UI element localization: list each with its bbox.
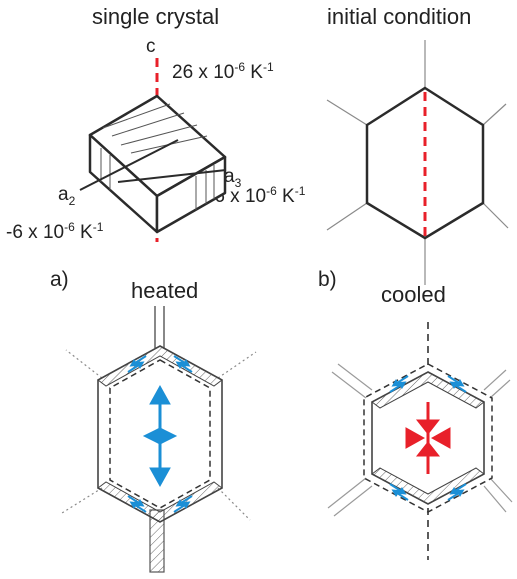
- heated-expansion-arrows: [142, 384, 178, 488]
- a2-axis-label: a2: [58, 184, 76, 208]
- cooled-original-outline: [363, 363, 493, 513]
- c-axis-label: c: [146, 36, 156, 57]
- a3-axis-line: [117, 169, 227, 183]
- heated-title: heated: [131, 278, 199, 303]
- panel-a-label: a): [50, 268, 69, 291]
- a2-axis-line: [79, 139, 179, 191]
- a3-axis-label: a3: [224, 166, 242, 190]
- heated-original-outline: [109, 359, 211, 509]
- cooled-title: cooled: [381, 282, 446, 307]
- heated-drawing: [61, 306, 257, 573]
- c-axis-coefficient: 26 x 10-6 K-1: [172, 60, 274, 83]
- initial-condition-drawing: [326, 40, 509, 285]
- crystal-right-face: [155, 155, 227, 234]
- single-crystal-title: single crystal: [92, 4, 220, 29]
- initial-hexagon: [365, 86, 485, 240]
- cooled-drawing: [327, 322, 513, 560]
- initial-condition-title: initial condition: [327, 4, 472, 29]
- panel-b-label: b): [318, 268, 337, 291]
- a2-axis-coefficient: -6 x 10-6 K-1: [6, 220, 104, 243]
- single-crystal-drawing: [79, 58, 227, 242]
- cooled-contraction-arrows: [405, 402, 451, 474]
